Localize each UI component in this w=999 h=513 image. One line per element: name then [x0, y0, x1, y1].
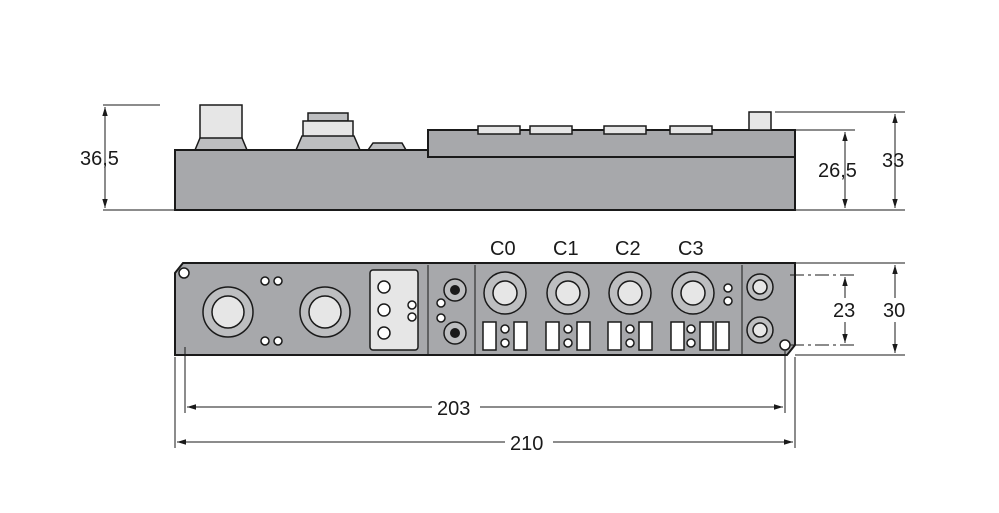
dimension-mount-spacing-horizontal: 203 [187, 396, 783, 420]
dimension-length-total: 210 [177, 431, 793, 455]
port-label-c3: C3 [678, 238, 704, 260]
side-view [174, 104, 796, 211]
dim-label-23: 23 [833, 300, 855, 322]
dimension-height-connector: 33 [882, 114, 904, 208]
mounting-hole-icon [178, 267, 190, 279]
m8-connector-side [748, 111, 772, 131]
m12-power-connector-1 [202, 286, 254, 338]
port-label-c1: C1 [553, 238, 579, 260]
m12-connector-side-1 [199, 104, 243, 141]
dimension-mount-spacing-vertical: 23 [830, 277, 860, 343]
dim-label-210: 210 [510, 433, 543, 455]
dimension-depth: 30 [880, 265, 912, 353]
io-port-c0 [482, 271, 528, 351]
dim-label-26-5: 26,5 [818, 160, 857, 182]
housing-side [174, 149, 796, 211]
dim-label-30: 30 [883, 300, 905, 322]
io-port-c1 [545, 271, 591, 351]
top-view: C0 C1 C2 C3 [174, 238, 796, 356]
io-port-c2 [607, 271, 653, 351]
dimension-height-total: 36,5 [80, 104, 175, 211]
m8-connector-top [746, 273, 774, 301]
dim-label-203: 203 [437, 398, 470, 420]
port-label-c2: C2 [615, 238, 641, 260]
m12-power-connector-2 [299, 286, 351, 338]
port-label-c0: C0 [490, 238, 516, 260]
m8-connector-top [746, 316, 774, 344]
mounting-hole-icon [779, 339, 791, 351]
rotary-switch-block [369, 269, 419, 351]
dimension-height-body: 26,5 [818, 132, 857, 208]
dim-label-36-5: 36,5 [80, 148, 119, 170]
io-port-c3 [670, 271, 730, 351]
port-caps-side [477, 125, 713, 135]
dim-label-33: 33 [882, 150, 904, 172]
